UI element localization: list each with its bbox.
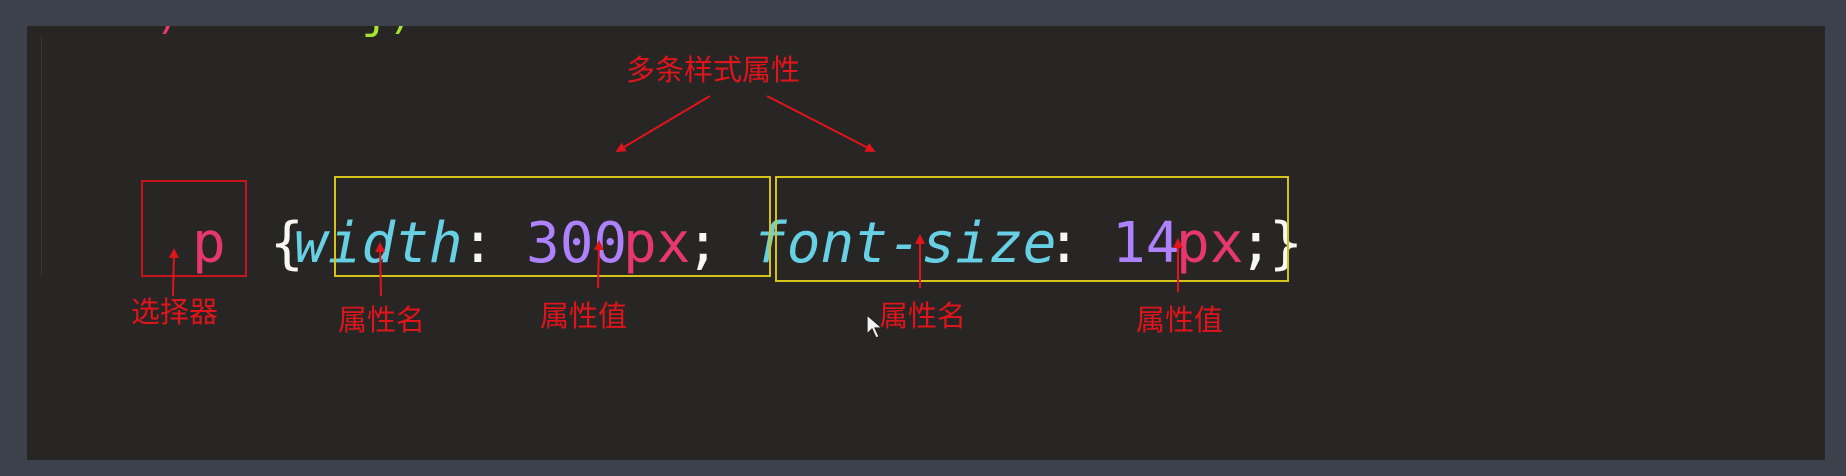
selector-highlight-box: [141, 180, 247, 277]
arrow-to-declaration-1: [615, 95, 711, 153]
clipped-code-fragment: )j): [155, 26, 414, 36]
semicolon-2: ;: [1239, 211, 1273, 276]
annotation-arrows: [168, 95, 1183, 297]
property-name-font-size: font-size: [753, 211, 1057, 276]
label-selector: 选择器: [131, 295, 219, 329]
indent-guide: [41, 36, 42, 276]
arrow-to-declaration-2: [766, 95, 876, 152]
label-property-value-1: 属性值: [540, 299, 628, 333]
semicolon-1: ;: [686, 211, 720, 276]
unit-px-1: px: [623, 211, 691, 276]
css-selector: p: [192, 211, 226, 276]
arrow-to-property-value-1: [593, 240, 604, 289]
property-value-14: 14: [1112, 211, 1180, 276]
open-brace: {: [270, 211, 304, 276]
colon-2: :: [1047, 211, 1081, 276]
arrow-to-property-name-1: [375, 242, 386, 297]
property-value-300: 300: [526, 211, 628, 276]
label-property-value-2: 属性值: [1136, 303, 1224, 337]
declaration-1-highlight-box: [334, 176, 771, 277]
code-editor: )j) p { width : 300 px ; font-size : 14 …: [27, 26, 1825, 460]
arrow-to-selector: [168, 248, 179, 297]
label-property-name-1: 属性名: [338, 303, 426, 337]
label-property-name-2: 属性名: [879, 299, 967, 333]
mouse-cursor-icon: [866, 314, 884, 339]
declaration-2-highlight-box: [775, 176, 1289, 282]
close-brace: }: [1269, 211, 1303, 276]
css-rule-line: p { width : 300 px ; font-size : 14 px ;…: [27, 204, 1825, 284]
colon-1: :: [461, 211, 495, 276]
label-multiple-properties: 多条样式属性: [626, 53, 801, 87]
unit-px-2: px: [1176, 211, 1244, 276]
